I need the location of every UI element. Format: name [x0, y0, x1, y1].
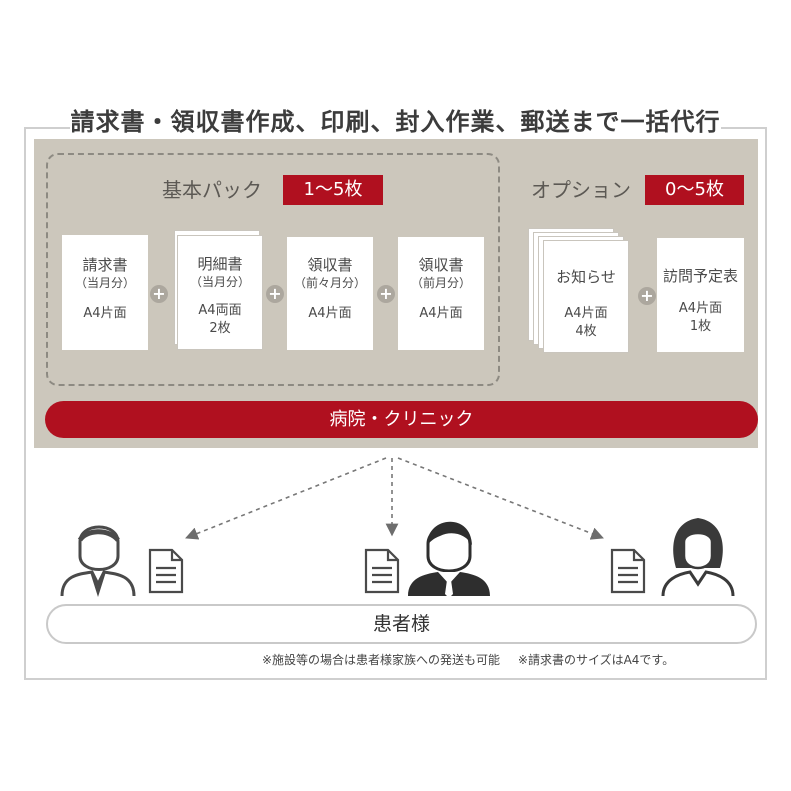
doc-count: 2枚 — [209, 321, 231, 336]
arrow-left — [185, 457, 387, 540]
doc-name: 請求書 — [82, 256, 128, 274]
doc-count: 4枚 — [575, 324, 597, 339]
doc-period: （当月分） — [74, 276, 135, 290]
footnote-family-delivery: ※施設等の場合は患者様家族への発送も可能 — [262, 653, 501, 667]
doc-count: 1枚 — [689, 319, 712, 334]
doc-period: （前々月分） — [293, 276, 366, 290]
doc-spec: A4片面 — [308, 306, 352, 321]
document-icon — [610, 548, 646, 594]
doc-period: （当月分） — [189, 275, 250, 289]
doc-card-notice: お知らせ A4片面 4枚 — [543, 240, 629, 353]
plus-icon: + — [638, 287, 656, 305]
patient-bar: 患者様 — [46, 604, 757, 644]
doc-spec: A4両面 — [198, 303, 242, 318]
basic-pack-title: 基本パック — [162, 178, 262, 202]
headline: 請求書・領収書作成、印刷、封入作業、郵送まで一括代行 — [70, 101, 721, 143]
doc-spec: A4片面 — [678, 301, 723, 316]
document-icon — [148, 548, 184, 594]
doc-name: 訪問予定表 — [662, 267, 738, 285]
doc-name: 領収書 — [307, 256, 353, 274]
doc-spec: A4片面 — [419, 306, 463, 321]
basic-pack-badge: 1～5枚 — [283, 175, 383, 205]
doc-card-receipt-1m: 領収書 （前月分） A4片面 — [398, 237, 484, 350]
doc-name: 領収書 — [418, 256, 464, 274]
doc-spec: A4片面 — [83, 306, 127, 321]
businessman-icon — [408, 521, 490, 598]
doc-card-invoice: 請求書 （当月分） A4片面 — [62, 235, 148, 350]
option-badge: 0～5枚 — [645, 175, 744, 205]
option-title: オプション — [531, 178, 631, 202]
doc-spec: A4片面 — [564, 306, 608, 321]
doc-name: 明細書 — [197, 255, 243, 273]
clinic-bar: 病院・クリニック — [45, 401, 758, 438]
footnote-invoice-size: ※請求書のサイズはA4です。 — [517, 653, 675, 667]
doc-name: お知らせ — [556, 268, 616, 286]
person-icon — [60, 525, 136, 597]
arrow-right — [397, 457, 604, 540]
arrows — [185, 457, 604, 540]
plus-icon: + — [266, 285, 284, 303]
document-icon — [364, 548, 400, 594]
woman-icon — [661, 518, 735, 597]
footnotes: ※施設等の場合は患者様家族への発送も可能 ※請求書のサイズはA4です。 — [262, 651, 757, 669]
doc-card-statement: 明細書 （当月分） A4両面 2枚 — [177, 235, 263, 350]
doc-card-visit-schedule: 訪問予定表 A4片面 1枚 — [657, 238, 744, 352]
doc-period: （前月分） — [410, 276, 471, 290]
plus-icon: + — [377, 285, 395, 303]
doc-card-receipt-2m: 領収書 （前々月分） A4片面 — [287, 237, 373, 350]
plus-icon: + — [150, 285, 168, 303]
basic-pack-box — [46, 153, 500, 386]
